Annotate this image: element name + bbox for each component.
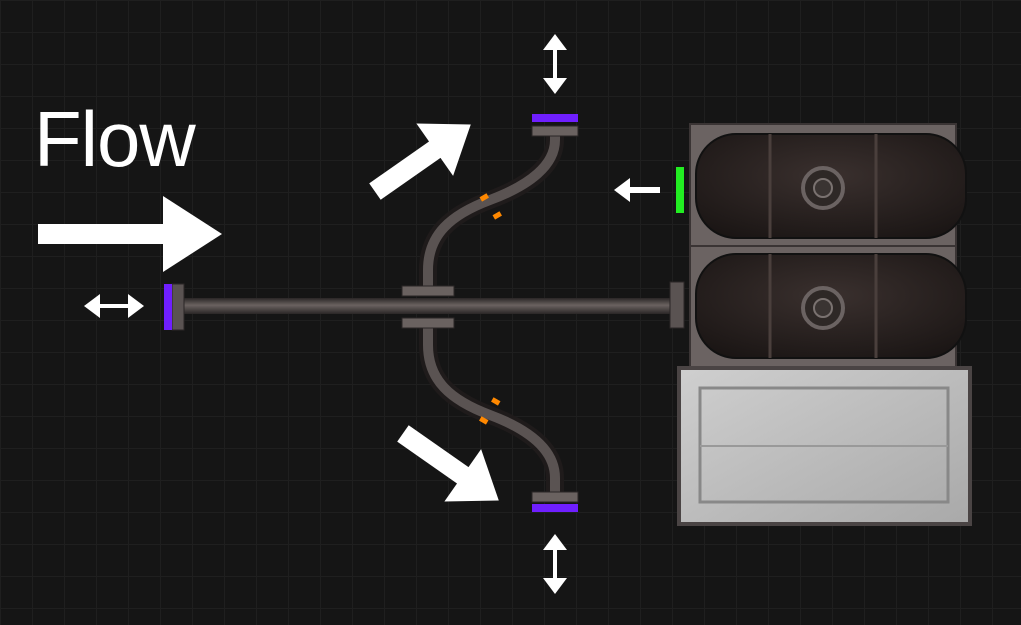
arrow-up-right-icon <box>369 123 471 200</box>
flow-label: Flow <box>34 95 196 183</box>
arrow-left-right-icon <box>84 294 144 318</box>
input-port-left[interactable] <box>164 284 172 330</box>
valve-marker-upper <box>479 193 502 220</box>
arrow-up-down-icon <box>543 34 567 94</box>
main-pipe <box>171 281 685 331</box>
output-port[interactable] <box>676 167 684 213</box>
lower-branch-pipe <box>401 317 579 503</box>
arrow-down-right-icon <box>397 425 499 502</box>
port-top[interactable] <box>532 114 578 122</box>
port-bottom[interactable] <box>532 504 578 512</box>
storage-tank-lower <box>689 245 967 369</box>
valve-marker-lower <box>479 397 501 425</box>
storage-tank-upper <box>689 123 967 249</box>
arrow-left-icon <box>614 178 660 202</box>
metal-crate <box>677 366 972 526</box>
arrow-up-down-icon <box>543 534 567 594</box>
arrow-right-icon <box>38 196 222 272</box>
upper-branch-pipe <box>401 125 579 297</box>
